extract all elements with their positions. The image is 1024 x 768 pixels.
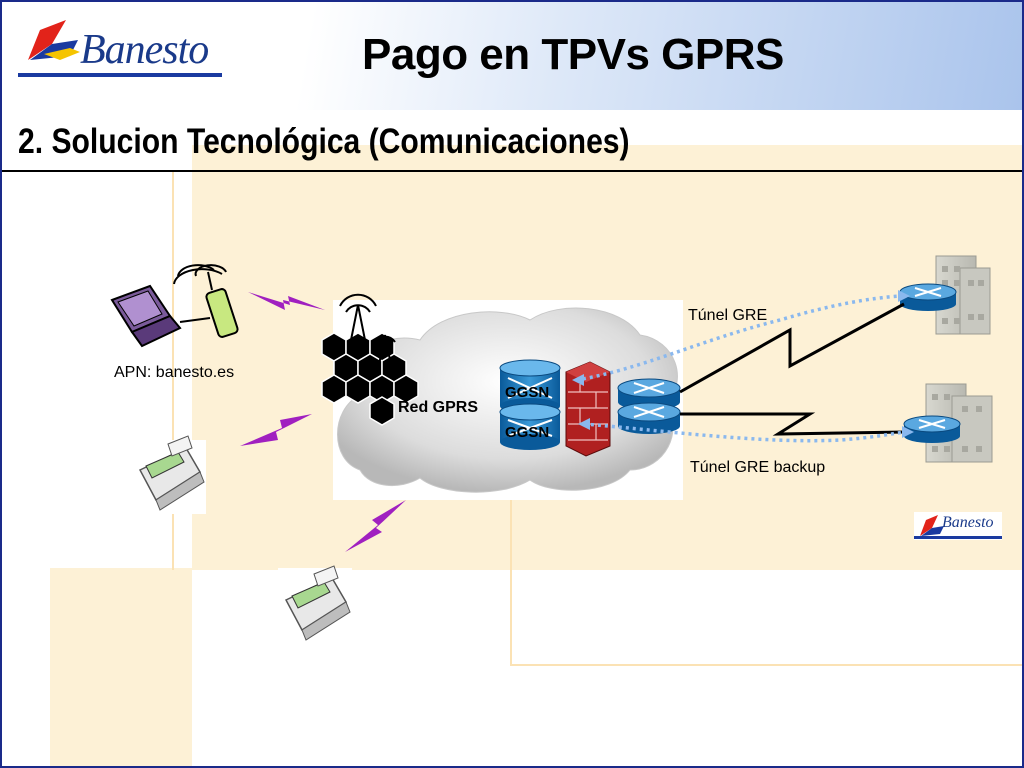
wan-link-backup [680,412,907,436]
section-subtitle: 2. Solucion Tecnológica (Comunicaciones) [18,122,630,161]
edge-router-icon [617,378,681,410]
gre-tunnel-arrowhead [572,374,584,386]
wan-link-primary [679,302,905,394]
firewall-icon [565,361,611,457]
gre-tunnel-primary [575,294,901,382]
pos-terminal-icon [284,565,351,641]
small-banesto-logo [914,512,1002,540]
gre-tunnel-arrowhead [902,426,914,438]
logo-text: Banesto [80,27,209,73]
apn-label: APN: banesto.es [114,364,235,381]
tunnel-primary-label: Túnel GRE [688,307,768,324]
ggsn-label-top: GGSN [505,384,550,401]
tunnel-backup-label: Túnel GRE backup [690,459,826,476]
logo-underline [18,73,222,77]
gre-tunnel-arrowhead [578,418,590,430]
bg-decoration-left [50,568,192,766]
ggsn-label-bottom: GGSN [505,424,550,441]
gre-tunnel-arrowhead [898,290,910,302]
remote-router-icon [903,415,961,443]
radio-link-icon [240,292,406,552]
page-title: Pago en TPVs GPRS [362,30,784,79]
bg-decoration-line [172,170,174,570]
bg-decoration-line [510,500,512,666]
bg-decoration-line [510,664,1022,666]
pos-terminal-icon [138,435,205,511]
gre-tunnel-backup [583,422,906,443]
cell-tower-icon [321,293,419,426]
cloud-label: Red GPRS [398,399,479,416]
ggsn-router-icon [499,403,561,450]
laptop-phone-icon [110,264,239,348]
title-rule [2,170,1022,172]
remote-router-icon [899,283,957,311]
small-logo-text: Banesto [942,514,994,531]
